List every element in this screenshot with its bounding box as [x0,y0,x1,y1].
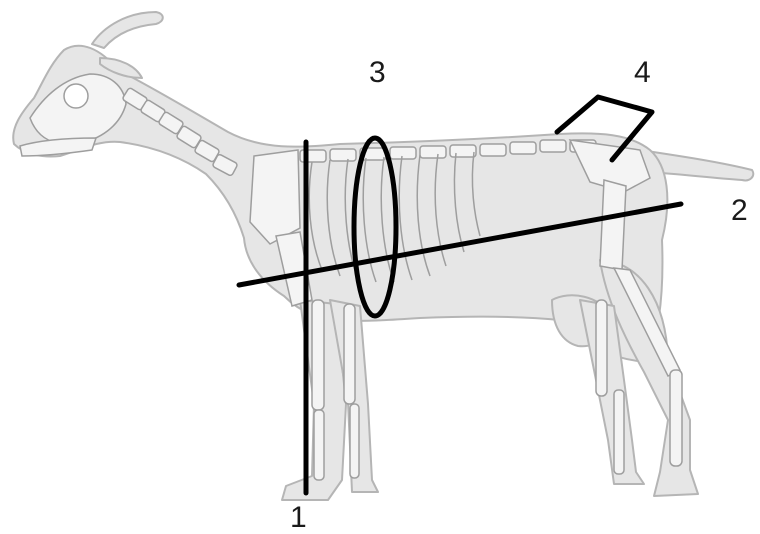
goat-horn [92,12,163,48]
cannon-bone-front-far [350,404,359,478]
label-1: 1 [290,503,307,533]
scapula-bone [250,150,300,244]
spine-vertebra [510,142,536,154]
label-3: 3 [369,58,386,88]
cannon-bone-hind [670,370,682,466]
spine-vertebra [420,146,446,158]
label-2: 2 [731,196,748,226]
femur-bone [600,180,626,270]
spine-vertebra [540,140,566,152]
tibia-bone-far [596,300,607,396]
eye-socket [64,84,88,108]
spine-vertebra [480,144,506,156]
label-4: 4 [634,58,651,88]
spine-vertebra [330,149,356,161]
spine-vertebra [450,145,476,157]
spine-vertebra [390,147,416,159]
radius-bone [312,300,324,410]
cannon-bone-hind-far [614,390,624,474]
radius-bone-far [344,304,355,404]
cannon-bone-front [314,410,324,480]
